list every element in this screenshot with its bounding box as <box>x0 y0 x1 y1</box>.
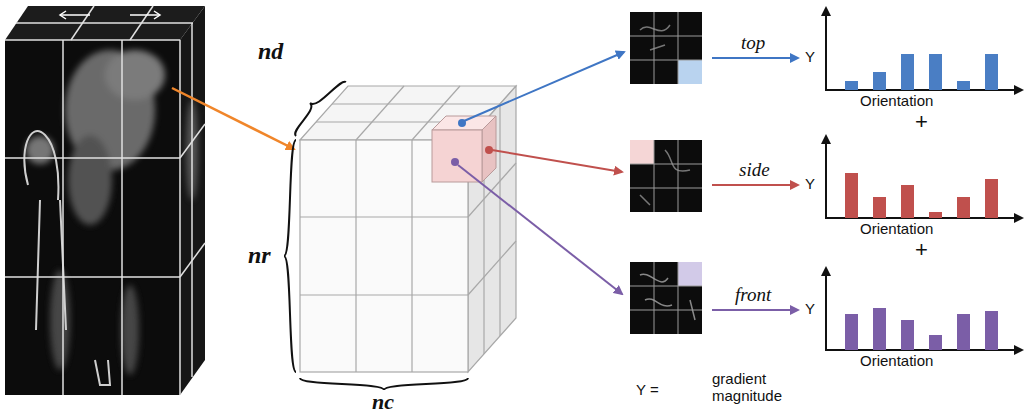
plus-sign: + <box>915 110 928 134</box>
axis-label: Y <box>805 301 815 318</box>
histogram-bars <box>845 173 998 218</box>
side-projection-arrow <box>492 150 622 172</box>
legend-note: gradient magnitude <box>712 371 792 404</box>
front-projection-arrow <box>458 165 622 294</box>
dimension-label: nr <box>248 242 271 268</box>
histogram-bars <box>845 308 998 350</box>
histogram-axes <box>825 8 1022 351</box>
axis-label: Y <box>805 176 815 193</box>
brace <box>284 140 296 372</box>
axis-label: Orientation <box>860 353 933 370</box>
top-arrow <box>712 57 798 59</box>
axis-label: Orientation <box>860 93 933 110</box>
brace <box>295 82 346 136</box>
side-dot <box>485 146 493 154</box>
front-slice <box>630 262 702 334</box>
brace <box>300 378 468 390</box>
view-label: side <box>739 160 770 181</box>
dimension-label: nd <box>258 38 283 64</box>
histogram-bars <box>845 54 998 90</box>
highlighted-cell <box>432 116 496 182</box>
side-arrow <box>712 184 798 186</box>
legend-note: Y = <box>636 382 659 399</box>
axis-label: Orientation <box>860 221 933 238</box>
side-slice <box>630 140 702 212</box>
view-label: top <box>741 33 765 54</box>
video-volume <box>5 6 205 395</box>
cell-grid-cube <box>300 86 516 372</box>
plus-sign: + <box>915 238 928 262</box>
front-arrow <box>712 309 798 311</box>
top-projection-arrow <box>464 52 624 121</box>
front-dot <box>451 158 459 166</box>
view-label: front <box>735 285 771 306</box>
axis-label: Y <box>805 49 815 66</box>
dimension-label: nc <box>372 390 394 414</box>
top-slice <box>630 12 702 84</box>
zoom-arrow <box>172 88 294 149</box>
